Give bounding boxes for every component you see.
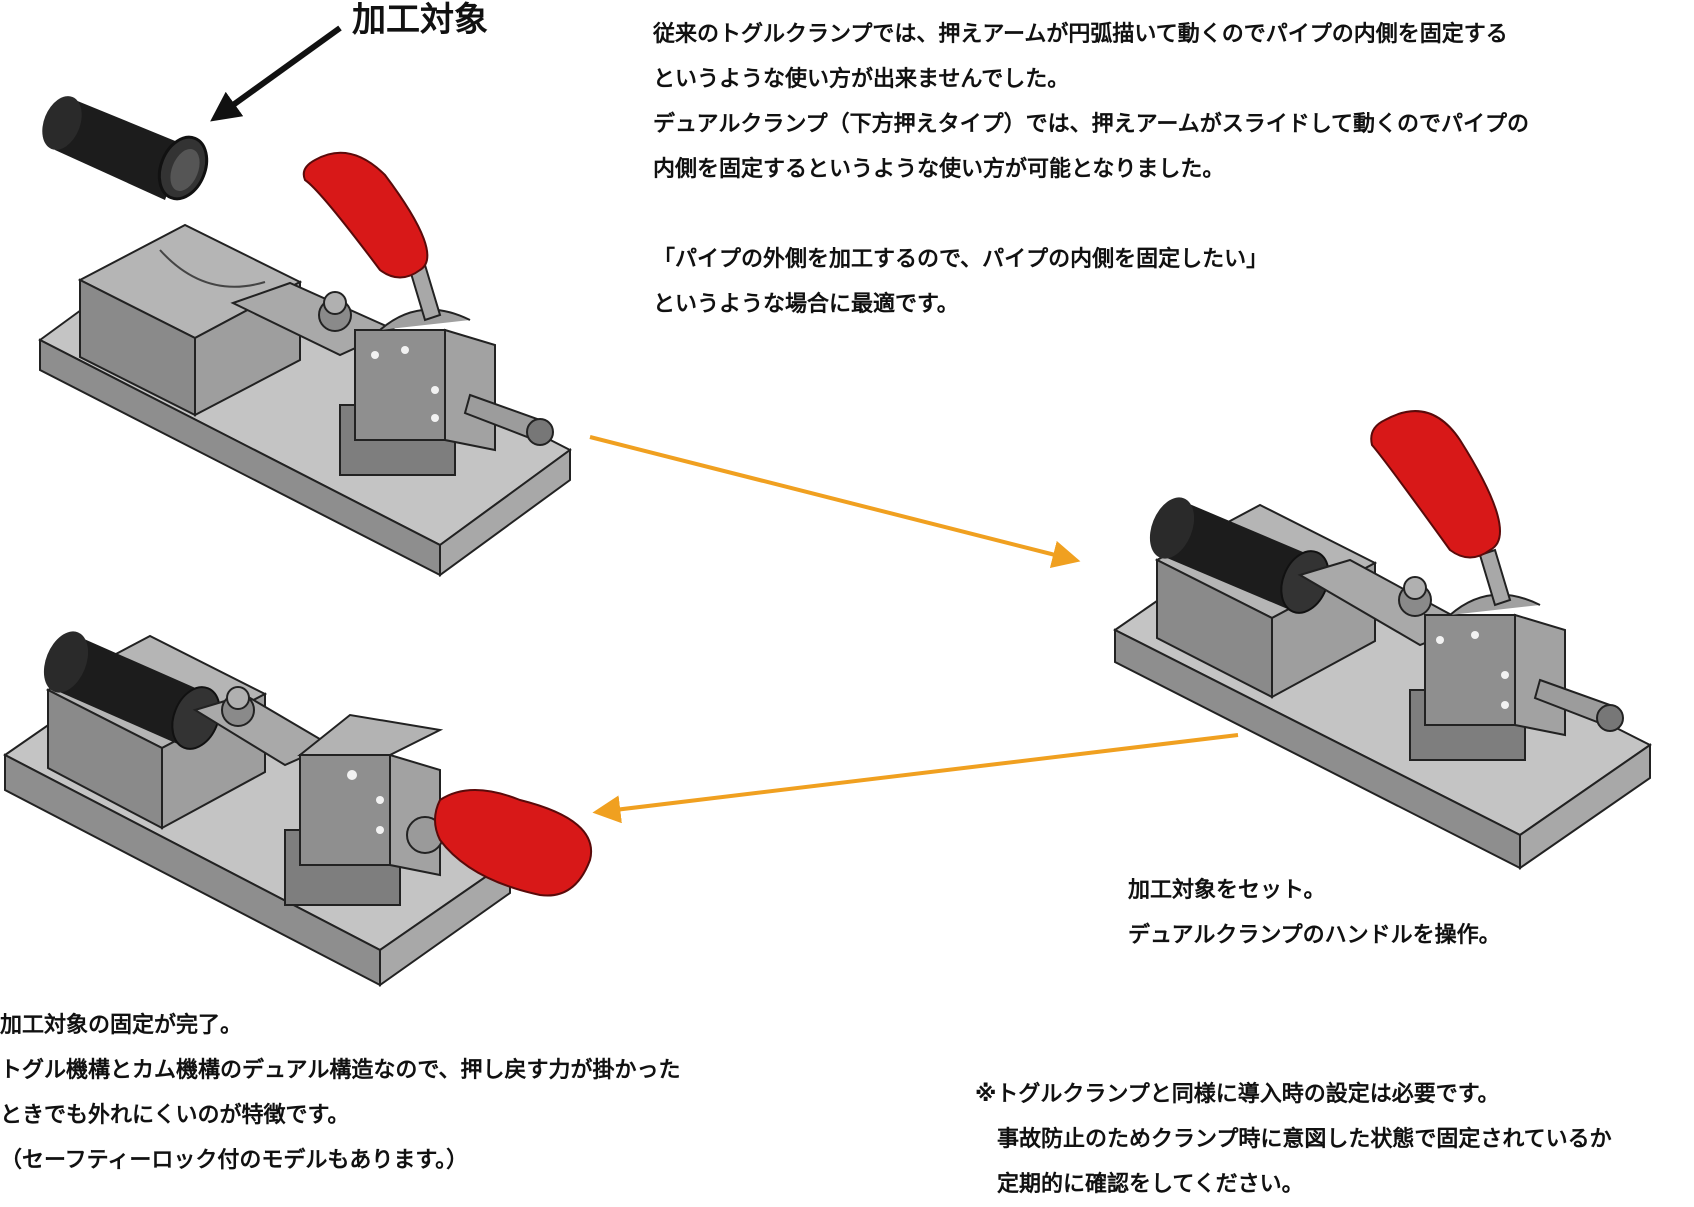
workpiece-label: 加工対象	[352, 0, 488, 40]
intro-line: 内側を固定するというような使い方が可能となりました。	[653, 157, 1225, 182]
caption-line: 加工対象をセット。	[1128, 878, 1326, 903]
safety-note: ※トグルクランプと同様に導入時の設定は必要です。 事故防止のためクランプ時に意図…	[975, 1072, 1612, 1207]
caption-line: 加工対象の固定が完了。	[0, 1013, 243, 1038]
caption-line: デュアルクランプのハンドルを操作。	[1128, 923, 1501, 948]
note-line: 事故防止のためクランプ時に意図した状態で固定されているか	[975, 1127, 1612, 1152]
step-done-caption: 加工対象の固定が完了。 トグル機構とカム機構のデュアル構造なので、押し戻す力が掛…	[0, 1003, 680, 1183]
caption-line: トグル機構とカム機構のデュアル構造なので、押し戻す力が掛かった	[0, 1058, 681, 1083]
intro-line: というような場合に最適です。	[653, 292, 959, 317]
caption-line: ときでも外れにくいのが特徴です。	[0, 1103, 350, 1128]
caption-line: （セーフティーロック付のモデルもあります。）	[0, 1148, 469, 1173]
intro-text-block: 従来のトグルクランプでは、押えアームが円弧描いて動くのでパイプの内側を固定する …	[653, 12, 1529, 327]
flow-arrow-open-to-set	[589, 435, 1081, 569]
clamp-assembly-fixed	[3, 631, 593, 987]
pipe-workpiece	[42, 96, 209, 201]
intro-line: 従来のトグルクランプでは、押えアームが円弧描いて動くのでパイプの内側を固定する	[653, 22, 1508, 47]
note-line: 定期的に確認をしてください。	[975, 1172, 1304, 1197]
clamp-assembly-pipe-set	[1113, 410, 1652, 870]
flow-arrow-set-to-fixed	[592, 733, 1239, 824]
intro-line: というような使い方が出来ませんでした。	[653, 67, 1070, 92]
intro-line: 「パイプの外側を加工するので、パイプの内側を固定したい」	[653, 247, 1269, 272]
intro-line: デュアルクランプ（下方押えタイプ）では、押えアームがスライドして動くのでパイプの	[653, 112, 1530, 137]
workpiece-pointer-arrow	[210, 25, 342, 122]
step-set-caption: 加工対象をセット。 デュアルクランプのハンドルを操作。	[1128, 868, 1501, 958]
note-line: ※トグルクランプと同様に導入時の設定は必要です。	[975, 1082, 1500, 1107]
clamp-assembly-open	[38, 151, 572, 577]
intro-spacer	[653, 192, 1529, 237]
